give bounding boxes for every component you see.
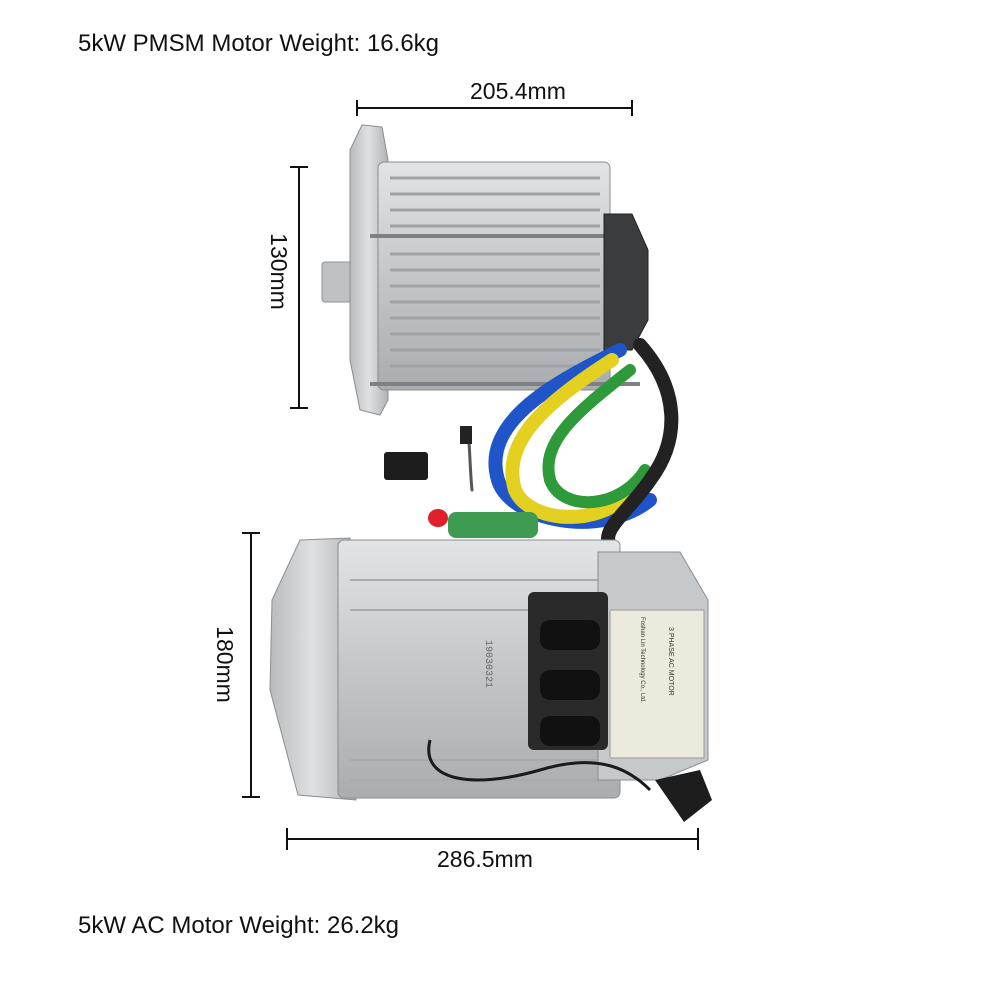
pmsm-cables bbox=[466, 338, 679, 552]
nameplate-type-text: 3 PHASE AC MOTOR bbox=[667, 627, 674, 696]
nameplate bbox=[609, 609, 705, 759]
pmsm-weight-caption: 5kW PMSM Motor Weight: 16.6kg bbox=[78, 30, 440, 57]
cable-gland bbox=[540, 670, 600, 700]
serial-stamp: 19030321 bbox=[482, 640, 493, 688]
ac-weight-caption: 5kW AC Motor Weight: 26.2kg bbox=[78, 912, 400, 939]
cable-gland bbox=[540, 716, 600, 746]
cable-gland bbox=[540, 620, 600, 650]
nameplate-maker-text: Foshan Lin Technology Co., Ltd. bbox=[639, 617, 645, 703]
ac-length-dimension-line bbox=[286, 828, 699, 850]
pmsm-length-dimension-line bbox=[356, 100, 633, 116]
sensor-connector bbox=[384, 452, 428, 480]
small-connector bbox=[460, 426, 472, 444]
ac-length-label: 286.5mm bbox=[437, 846, 533, 872]
encoder-plug bbox=[655, 770, 712, 822]
ac-motor: 3 PHASE AC MOTOR Foshan Lin Technology C… bbox=[269, 537, 712, 822]
pmsm-motor bbox=[321, 124, 649, 416]
pmsm-height-dimension-line bbox=[290, 166, 308, 409]
pmsm-length-label: 205.4mm bbox=[470, 78, 566, 104]
ac-height-dimension-line bbox=[242, 532, 260, 798]
red-terminals bbox=[428, 509, 538, 538]
